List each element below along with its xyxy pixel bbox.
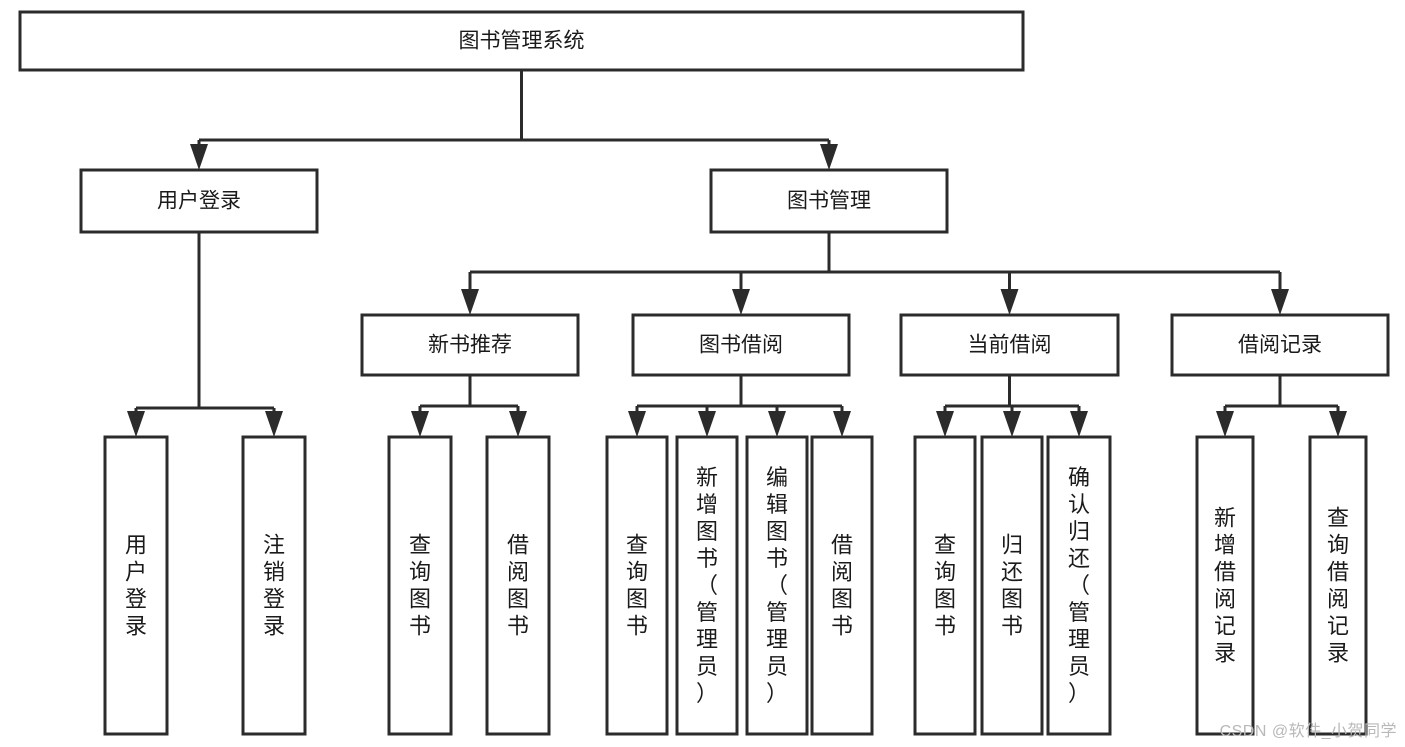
node-box-leaf-br-borrow[interactable] <box>810 435 874 736</box>
node-leaf-cur-return[interactable]: 归还图书 <box>980 435 1044 736</box>
node-box-leaf-cur-return[interactable] <box>980 435 1044 736</box>
node-leaf-user-login[interactable]: 用户登录 <box>103 435 169 736</box>
node-label-leaf-rec-add: 新增借阅记录 <box>1214 506 1236 666</box>
node-label-leaf-user-login: 用户登录 <box>125 533 147 639</box>
edge-group-bookmgmt <box>461 232 1289 315</box>
node-newbook[interactable]: 新书推荐 <box>360 313 580 377</box>
node-box-leaf-user-login[interactable] <box>103 435 169 736</box>
node-box-leaf-cur-confirm[interactable] <box>1046 435 1112 736</box>
node-borrow[interactable]: 图书借阅 <box>631 313 851 377</box>
node-leaf-cur-confirm[interactable]: 确认归还（管理员） <box>1046 435 1112 736</box>
node-label-records: 借阅记录 <box>1238 334 1322 357</box>
node-box-leaf-rec-add[interactable] <box>1195 435 1255 736</box>
edges-layer <box>127 70 1347 437</box>
node-box-leaf-br-add[interactable] <box>675 435 739 736</box>
edge-group-login <box>127 232 283 437</box>
node-label-leaf-new-query: 查询图书 <box>409 533 431 639</box>
node-box-leaf-rec-query[interactable] <box>1308 435 1368 736</box>
node-label-leaf-cur-query: 查询图书 <box>934 533 956 639</box>
node-box-leaf-br-edit[interactable] <box>745 435 809 736</box>
node-records[interactable]: 借阅记录 <box>1170 313 1390 377</box>
node-box-login[interactable] <box>79 168 319 234</box>
node-label-current: 当前借阅 <box>968 334 1052 357</box>
node-leaf-user-logout[interactable]: 注销登录 <box>241 435 307 736</box>
node-box-leaf-br-query[interactable] <box>605 435 669 736</box>
node-leaf-br-borrow[interactable]: 借阅图书 <box>810 435 874 736</box>
node-leaf-cur-query[interactable]: 查询图书 <box>913 435 977 736</box>
node-box-borrow[interactable] <box>631 313 851 377</box>
nodes-layer: 图书管理系统用户登录图书管理新书推荐图书借阅当前借阅借阅记录用户登录注销登录查询… <box>18 10 1390 736</box>
edge-group-records <box>1216 375 1347 437</box>
node-label-root: 图书管理系统 <box>459 30 585 53</box>
node-label-leaf-rec-query: 查询借阅记录 <box>1327 506 1349 666</box>
node-leaf-br-edit[interactable]: 编辑图书（管理员） <box>745 435 809 736</box>
edge-group-newbook <box>411 375 527 437</box>
node-label-leaf-br-query: 查询图书 <box>626 533 648 639</box>
node-label-login: 用户登录 <box>157 190 241 213</box>
node-box-leaf-user-logout[interactable] <box>241 435 307 736</box>
node-box-newbook[interactable] <box>360 313 580 377</box>
node-label-leaf-new-borrow: 借阅图书 <box>507 533 529 639</box>
node-box-bookmgmt[interactable] <box>709 168 949 234</box>
node-label-bookmgmt: 图书管理 <box>787 190 871 213</box>
node-leaf-rec-add[interactable]: 新增借阅记录 <box>1195 435 1255 736</box>
node-label-leaf-cur-return: 归还图书 <box>1001 533 1023 639</box>
edge-group-root <box>190 70 838 170</box>
node-leaf-new-query[interactable]: 查询图书 <box>387 435 453 736</box>
node-label-leaf-br-edit: 编辑图书（管理员） <box>766 465 788 706</box>
node-bookmgmt[interactable]: 图书管理 <box>709 168 949 234</box>
node-label-newbook: 新书推荐 <box>428 334 512 357</box>
node-box-leaf-new-borrow[interactable] <box>485 435 551 736</box>
node-box-root[interactable] <box>18 10 1025 72</box>
node-label-borrow: 图书借阅 <box>699 334 783 357</box>
node-label-leaf-br-borrow: 借阅图书 <box>831 533 853 639</box>
watermark-text: CSDN @软件_小贺同学 <box>1219 723 1397 740</box>
node-label-leaf-br-add: 新增图书（管理员） <box>696 465 718 706</box>
edge-group-borrow <box>628 375 851 437</box>
node-leaf-br-query[interactable]: 查询图书 <box>605 435 669 736</box>
node-leaf-rec-query[interactable]: 查询借阅记录 <box>1308 435 1368 736</box>
node-box-records[interactable] <box>1170 313 1390 377</box>
node-login[interactable]: 用户登录 <box>79 168 319 234</box>
node-box-leaf-cur-query[interactable] <box>913 435 977 736</box>
node-box-leaf-new-query[interactable] <box>387 435 453 736</box>
edge-group-current <box>936 375 1088 437</box>
node-current[interactable]: 当前借阅 <box>899 313 1120 377</box>
node-label-leaf-cur-confirm: 确认归还（管理员） <box>1068 465 1090 706</box>
node-leaf-br-add[interactable]: 新增图书（管理员） <box>675 435 739 736</box>
node-root[interactable]: 图书管理系统 <box>18 10 1025 72</box>
node-leaf-new-borrow[interactable]: 借阅图书 <box>485 435 551 736</box>
node-box-current[interactable] <box>899 313 1120 377</box>
node-label-leaf-user-logout: 注销登录 <box>263 533 285 639</box>
